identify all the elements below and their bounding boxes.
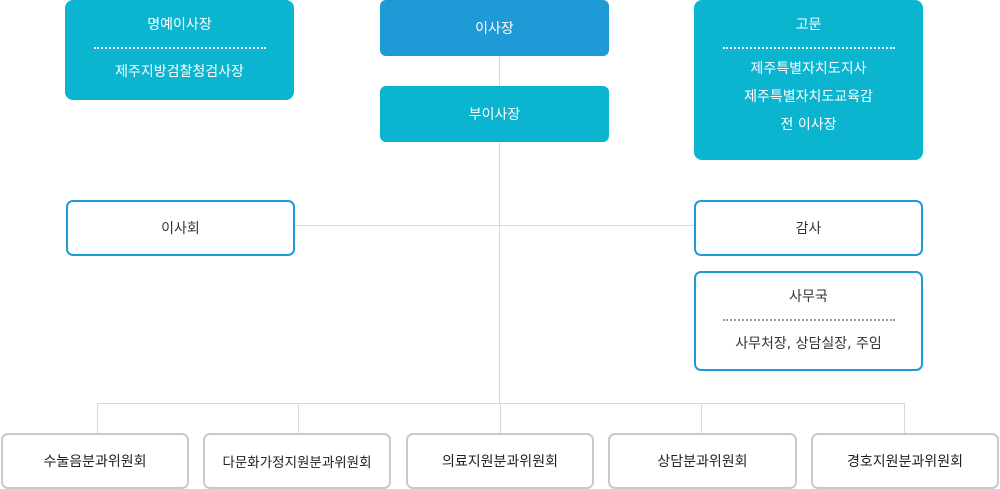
advisor-box: 고문 제주특별자치도지사 제주특별자치도교육감 전 이사장 [694, 0, 923, 160]
board-box: 이사회 [66, 200, 295, 256]
chairman-title: 이사장 [475, 21, 514, 37]
advisor-title: 고문 [795, 17, 822, 33]
divider [722, 47, 895, 49]
connector-horizontal-board-auditor [294, 225, 695, 226]
committee-box: 다문화가정지원분과위원회 [203, 433, 391, 489]
board-title: 이사회 [161, 221, 200, 237]
connector-committee-4 [701, 403, 702, 434]
secretariat-title: 사무국 [789, 289, 828, 305]
committee-label: 수눌음분과위원회 [43, 454, 147, 470]
advisor-member: 전 이사장 [780, 117, 837, 133]
advisor-member: 제주특별자치도교육감 [744, 89, 873, 105]
connector-horizontal-committees [97, 403, 905, 404]
committee-box: 경호지원분과위원회 [811, 433, 999, 489]
committee-label: 다문화가정지원분과위원회 [222, 455, 372, 471]
committee-label: 의료지원분과위원회 [442, 454, 558, 470]
honorary-chairman-box: 명예이사장 제주지방검찰청검사장 [65, 0, 294, 100]
committee-label: 경호지원분과위원회 [847, 454, 963, 470]
secretariat-members: 사무처장, 상담실장, 주임 [735, 336, 882, 352]
connector-committee-1 [97, 403, 98, 434]
committee-box: 상담분과위원회 [608, 433, 797, 489]
divider [93, 47, 266, 49]
chairman-box: 이사장 [380, 0, 609, 56]
connector-vertical-main [499, 55, 500, 404]
connector-committee-5 [904, 403, 905, 434]
committee-label: 상담분과위원회 [657, 454, 748, 470]
auditor-box: 감사 [694, 200, 923, 256]
secretariat-box: 사무국 사무처장, 상담실장, 주임 [694, 271, 923, 371]
committee-box: 의료지원분과위원회 [406, 433, 594, 489]
connector-committee-2 [298, 403, 299, 434]
auditor-title: 감사 [795, 221, 822, 237]
vice-chairman-box: 부이사장 [380, 86, 609, 142]
divider [722, 319, 895, 321]
connector-committee-3 [500, 403, 501, 434]
committee-box: 수눌음분과위원회 [1, 433, 189, 489]
honorary-chairman-member: 제주지방검찰청검사장 [115, 64, 244, 80]
honorary-chairman-title: 명예이사장 [147, 17, 212, 33]
advisor-member: 제주특별자치도지사 [750, 61, 867, 77]
vice-chairman-title: 부이사장 [468, 107, 521, 123]
